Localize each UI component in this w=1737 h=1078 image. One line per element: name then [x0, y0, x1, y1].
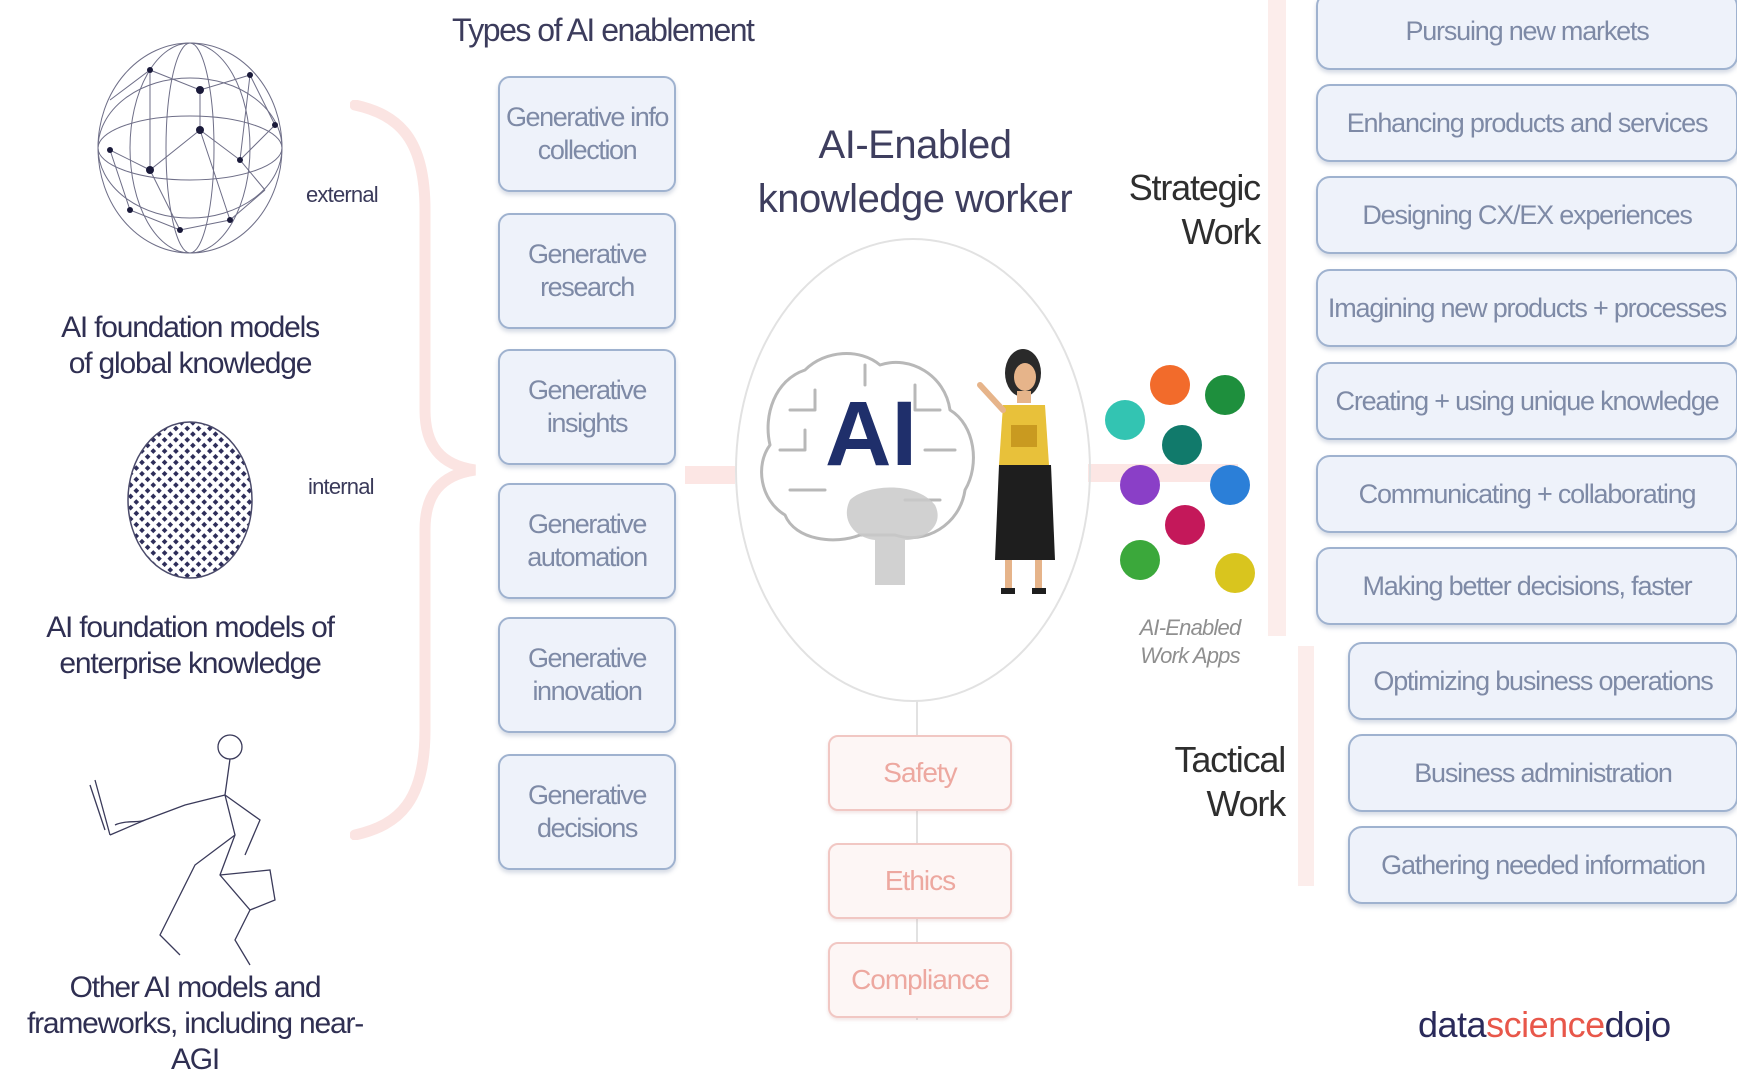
governance-safety: Safety — [828, 735, 1012, 811]
enablement-item-automation: Generative automation — [498, 483, 676, 599]
strategic-item: Communicating + collaborating — [1316, 455, 1737, 533]
app-dot — [1150, 365, 1190, 405]
work-apps-label: AI-Enabled Work Apps — [1139, 615, 1242, 668]
tactical-work-label: Tactical Work — [1174, 739, 1287, 824]
enablement-heading: Types of AI enablement — [452, 12, 755, 48]
strategic-item: Designing CX/EX experiences — [1316, 176, 1737, 254]
logo-part-science: science — [1486, 1004, 1605, 1041]
app-dot — [1105, 400, 1145, 440]
ai-brain-icon: AI — [760, 352, 975, 585]
sketched-figure-icon — [89, 734, 276, 966]
enterprise-models-caption: AI foundation models of enterprise knowl… — [46, 611, 335, 680]
other-models-caption: Other AI models and frameworks, includin… — [26, 971, 364, 1076]
enablement-item-insights: Generative insights — [498, 349, 676, 465]
center-title: AI-Enabled knowledge worker — [757, 123, 1073, 221]
internal-label: internal — [308, 474, 375, 499]
knowledge-worker-figure-icon — [977, 349, 1055, 594]
center-circle — [735, 238, 1091, 702]
strategic-bracket — [1268, 0, 1286, 636]
governance-ethics: Ethics — [828, 843, 1012, 919]
tactical-bracket — [1298, 646, 1314, 886]
strategic-item: Enhancing products and services — [1316, 84, 1737, 162]
governance-compliance: Compliance — [828, 942, 1012, 1018]
strategic-item: Imagining new products + processes — [1316, 269, 1737, 347]
brain-ai-text: AI — [825, 383, 917, 485]
enablement-item-info-collection: Generative info collection — [498, 76, 676, 192]
strategic-item: Making better decisions, faster — [1316, 547, 1737, 625]
strategic-item: Pursuing new markets — [1316, 0, 1737, 70]
strategic-work-label: Strategic Work — [1128, 167, 1261, 252]
logo-part-dojo: dojo — [1604, 1004, 1672, 1041]
strategic-item: Creating + using unique knowledge — [1316, 362, 1737, 440]
enablement-item-decisions: Generative decisions — [498, 754, 676, 870]
enablement-connector — [685, 466, 735, 484]
app-dot — [1120, 540, 1160, 580]
global-models-caption: AI foundation models of global knowledge — [61, 311, 320, 380]
logo-part-data: data — [1418, 1004, 1487, 1041]
sources-brace — [350, 100, 476, 840]
tactical-item: Optimizing business operations — [1348, 642, 1737, 720]
enterprise-knowledge-globe-icon — [127, 421, 253, 579]
work-apps-dots — [1105, 365, 1255, 593]
global-knowledge-sphere-icon — [97, 42, 283, 254]
enablement-item-research: Generative research — [498, 213, 676, 329]
app-dot — [1215, 553, 1255, 593]
tactical-item: Business administration — [1348, 734, 1737, 812]
tactical-item: Gathering needed information — [1348, 826, 1737, 904]
app-dot — [1120, 465, 1160, 505]
external-label: external — [306, 182, 379, 207]
datasciencedojo-logo: datasciencedojo — [1418, 1004, 1737, 1041]
app-dot — [1210, 465, 1250, 505]
app-dot — [1205, 375, 1245, 415]
app-dot — [1162, 425, 1202, 465]
app-dot — [1165, 505, 1205, 545]
enablement-item-innovation: Generative innovation — [498, 617, 676, 733]
